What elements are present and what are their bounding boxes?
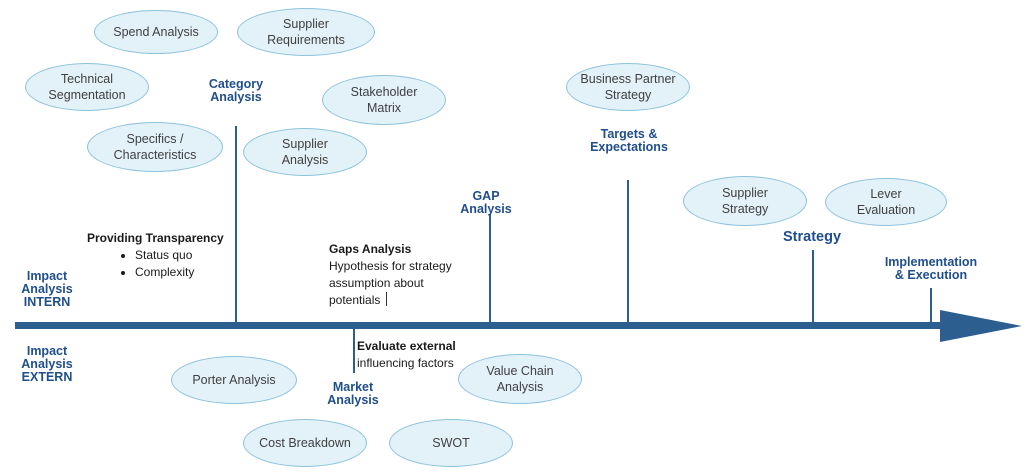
bubble-porter-analysis: Porter Analysis: [171, 356, 297, 404]
timeline-shaft: [15, 322, 945, 329]
note-gaps-analysis: Gaps Analysis Hypothesis for strategy as…: [329, 242, 452, 307]
connector-strategy: [812, 250, 814, 324]
milestone-implementation-execution: Implementation & Execution: [884, 255, 978, 282]
transparency-item: Complexity: [135, 264, 247, 281]
milestone-strategy: Strategy: [782, 229, 842, 245]
bubble-cost-breakdown: Cost Breakdown: [243, 419, 367, 467]
transparency-list: Status quo Complexity: [87, 247, 247, 281]
bubble-spend-analysis: Spend Analysis: [94, 10, 218, 54]
connector-targets: [627, 180, 629, 324]
milestone-market-analysis: Market Analysis: [327, 380, 379, 407]
label-impact-extern: Impact Analysis EXTERN: [21, 344, 73, 384]
transparency-item: Status quo: [135, 247, 247, 264]
milestone-gap-analysis: GAP Analysis: [460, 189, 512, 216]
text-cursor: [386, 292, 387, 306]
milestone-category-analysis: Category Analysis: [208, 77, 264, 104]
connector-gap: [489, 214, 491, 324]
note-evaluate-external: Evaluate external influencing factors: [357, 339, 456, 370]
note-providing-transparency: Providing Transparency Status quo Comple…: [87, 230, 247, 281]
connector-category: [235, 126, 237, 324]
timeline-arrowhead: [940, 310, 1022, 342]
milestone-targets-expectations: Targets & Expectations: [590, 127, 668, 154]
label-impact-intern: Impact Analysis INTERN: [21, 269, 73, 309]
bubble-swot: SWOT: [389, 419, 513, 467]
connector-implementation: [930, 288, 932, 324]
bubble-specifics-characteristics: Specifics /Characteristics: [87, 122, 223, 172]
connector-market: [353, 329, 355, 373]
